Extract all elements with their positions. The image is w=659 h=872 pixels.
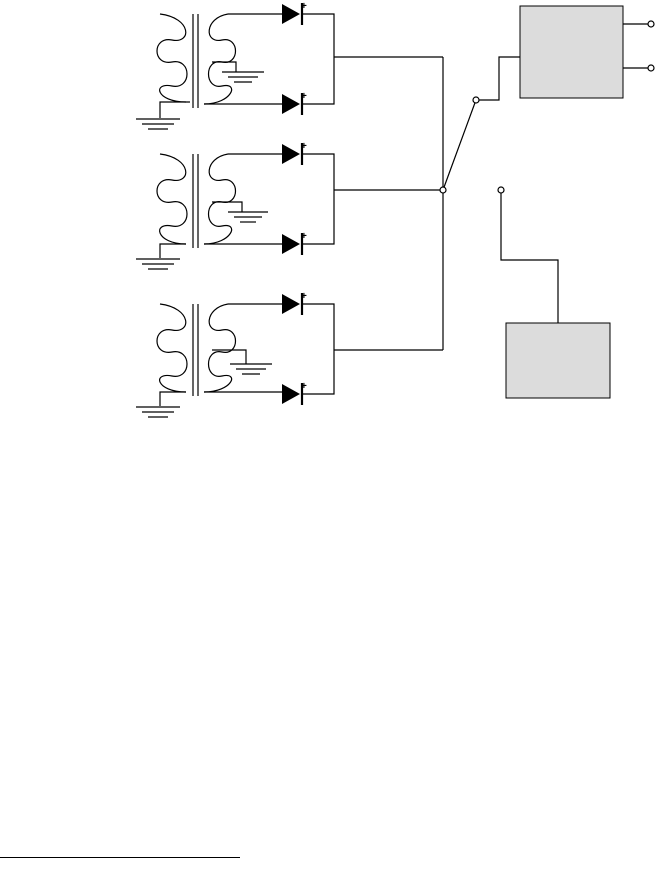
terminal-icon [498, 187, 504, 193]
diode-icon [282, 233, 302, 255]
transformer-icon [157, 14, 190, 102]
rectifier-stage-3 [136, 304, 282, 417]
terminal-icon [440, 187, 446, 193]
transformer-icon [157, 154, 187, 244]
diode-polarity-labels: + + + + + + [301, 1, 307, 392]
ground-icon [136, 259, 180, 269]
diode-plus-mark: + [301, 141, 307, 152]
ground-icon [136, 119, 180, 129]
diode-icon [282, 143, 302, 165]
switch-icon [440, 97, 504, 193]
diode-plus-mark: + [301, 231, 307, 242]
terminal-icon [648, 65, 654, 71]
transformer-icon [157, 304, 187, 392]
footnote-rule [0, 857, 240, 858]
terminal-icon [648, 21, 654, 27]
diode-icon [282, 383, 302, 405]
ground-icon [228, 212, 268, 222]
diode-plus-mark: + [301, 91, 307, 102]
diode-icon [282, 93, 302, 115]
ground-icon [230, 364, 272, 374]
rectifier-stage-2 [136, 154, 282, 269]
diode-plus-mark: + [301, 291, 307, 302]
upper-block [520, 6, 623, 98]
ground-icon [136, 407, 180, 417]
diode-icon [282, 293, 302, 315]
diode-plus-mark: + [301, 1, 307, 12]
ground-icon [222, 72, 264, 82]
terminal-icon [473, 97, 479, 103]
lower-block [506, 323, 610, 398]
diode-plus-mark: + [301, 381, 307, 392]
rectifier-stage-1 [136, 14, 282, 129]
diode-icon [282, 3, 302, 25]
